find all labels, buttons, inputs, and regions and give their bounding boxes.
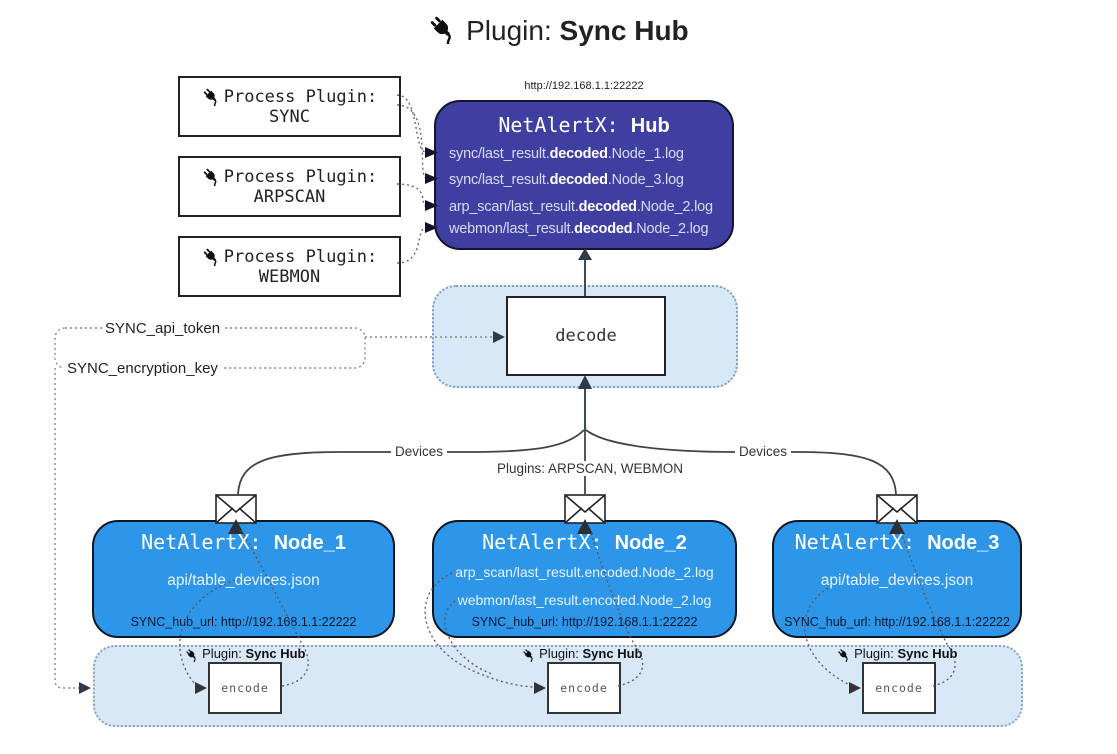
plugins-label-mid: Plugins: ARPSCAN, WEBMON	[480, 461, 700, 476]
nodes-to-decode-arrow	[578, 375, 592, 494]
encode-plugin-label: Plugin: Sync Hub	[512, 646, 652, 662]
hub-title-name: NetAlertX:	[498, 113, 619, 137]
node-hub-url: SYNC_hub_url: http://192.168.1.1:22222	[784, 615, 1010, 629]
process-plugin-name: WEBMON	[258, 266, 321, 287]
hub-title: NetAlertX: Hub	[436, 113, 732, 138]
envelope-icons	[215, 494, 918, 524]
hub-log-line: webmon/last_result.decoded.Node_2.log	[449, 221, 709, 237]
process-plugin-arpscan: Process Plugin: ARPSCAN	[178, 156, 401, 217]
envelope-icon	[215, 494, 257, 524]
encode-panel-arrowhead	[79, 682, 91, 694]
plug-icon	[837, 648, 851, 662]
plug-icon	[202, 167, 221, 186]
node-2-box: NetAlertX: Node_2 arp_scan/last_result.e…	[432, 520, 737, 638]
node-file-line: arp_scan/last_result.encoded.Node_2.log	[455, 564, 714, 580]
node-file-line: api/table_devices.json	[820, 572, 974, 589]
encode-plugin-label: Plugin: Sync Hub	[175, 646, 315, 662]
process-plugin-label: Process Plugin:	[223, 86, 378, 107]
process-plugin-name: ARPSCAN	[253, 186, 326, 207]
encode-plugin-label: Plugin: Sync Hub	[827, 646, 967, 662]
plug-icon	[202, 247, 221, 266]
plug-icon	[185, 648, 199, 662]
hub-log-line: sync/last_result.decoded.Node_1.log	[449, 146, 684, 162]
hub-url: http://192.168.1.1:22222	[524, 80, 644, 92]
node-hub-url: SYNC_hub_url: http://192.168.1.1:22222	[130, 615, 357, 629]
hub-box: NetAlertX: Hub sync/last_result.decoded.…	[434, 100, 734, 250]
hub-title-bold: Hub	[630, 115, 670, 137]
process-plugin-webmon: Process Plugin: WEBMON	[178, 236, 401, 297]
page-title: Plugin: Sync Hub	[0, 14, 1117, 47]
page-title-prefix: Plugin:	[466, 15, 552, 46]
hub-log-line: sync/last_result.decoded.Node_3.log	[449, 172, 684, 188]
envelope-icon	[876, 494, 918, 524]
process-plugin-label: Process Plugin:	[223, 166, 378, 187]
plugin-to-hub-connectors	[396, 94, 427, 264]
decode-label: decode	[555, 326, 617, 346]
sync-api-token-label: SYNC_api_token	[102, 320, 224, 337]
node-title: NetAlertX: Node_1	[141, 530, 346, 554]
plug-icon	[522, 648, 536, 662]
encode-box-node1: encode	[208, 662, 282, 714]
node-title: NetAlertX: Node_3	[794, 530, 1000, 554]
envelope-icon	[564, 494, 606, 524]
hub-log-line: arp_scan/last_result.decoded.Node_2.log	[449, 199, 713, 215]
sync-encryption-key-label: SYNC_encryption_key	[64, 360, 221, 377]
process-plugin-sync: Process Plugin: SYNC	[178, 76, 401, 137]
devices-label-left: Devices	[391, 444, 448, 459]
plug-icon	[202, 87, 221, 106]
encode-box-node3: encode	[862, 662, 936, 714]
process-plugin-label: Process Plugin:	[223, 246, 378, 267]
node-file-line: webmon/last_result.encoded.Node_2.log	[457, 592, 712, 608]
process-plugin-name: SYNC	[269, 106, 310, 127]
node-1-box: NetAlertX: Node_1 api/table_devices.json…	[92, 520, 395, 638]
node-hub-url: SYNC_hub_url: http://192.168.1.1:22222	[471, 615, 698, 629]
node-3-box: NetAlertX: Node_3 api/table_devices.json…	[772, 520, 1022, 638]
encode-box-node2: encode	[547, 662, 621, 714]
node-title: NetAlertX: Node_2	[482, 530, 687, 554]
page-title-bold: Sync Hub	[559, 15, 689, 46]
decode-box: decode	[506, 296, 666, 376]
node-file-line: api/table_devices.json	[167, 572, 320, 589]
devices-label-right: Devices	[735, 444, 792, 459]
plug-icon	[428, 14, 458, 44]
